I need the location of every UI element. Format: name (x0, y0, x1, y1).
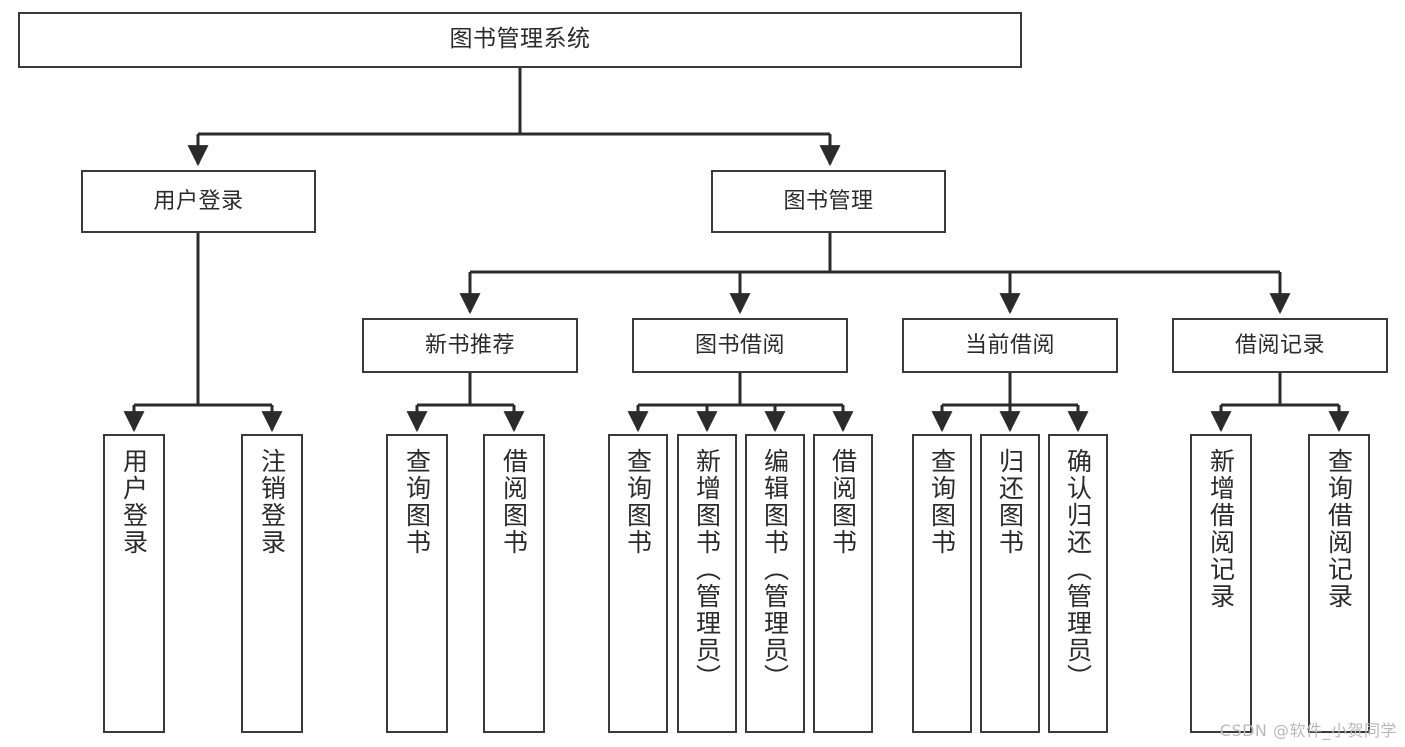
leaf-current-borrow-confirm[interactable]: 确认归还（管理员） (1048, 434, 1108, 733)
leaf-book-borrow-borrow[interactable]: 借阅图书 (813, 434, 873, 733)
leaf-new-book-query[interactable]: 查询图书 (386, 434, 448, 733)
node-root-book-management-system[interactable]: 图书管理系统 (18, 12, 1022, 68)
node-label: 确认归还（管理员） (1063, 448, 1093, 691)
leaf-book-borrow-add[interactable]: 新增图书（管理员） (677, 434, 737, 733)
node-label: 注销登录 (257, 448, 287, 556)
node-label: 编辑图书（管理员） (760, 448, 790, 691)
node-label: 当前借阅 (964, 332, 1055, 358)
node-borrow-records[interactable]: 借阅记录 (1172, 318, 1388, 373)
leaf-current-borrow-return[interactable]: 归还图书 (980, 434, 1040, 733)
node-label: 新增图书（管理员） (692, 448, 722, 691)
node-label: 图书借阅 (694, 332, 785, 358)
leaf-book-borrow-query[interactable]: 查询图书 (608, 434, 668, 733)
node-label: 查询图书 (927, 448, 957, 556)
node-label: 用户登录 (119, 448, 149, 556)
node-label: 查询借阅记录 (1324, 448, 1354, 610)
node-label: 借阅图书 (499, 448, 529, 556)
leaf-borrow-records-add[interactable]: 新增借阅记录 (1190, 434, 1252, 733)
leaf-user-login-login[interactable]: 用户登录 (103, 434, 165, 733)
node-label: 图书管理 (783, 188, 874, 214)
node-label: 新书推荐 (424, 332, 515, 358)
node-label: 用户登录 (153, 188, 244, 214)
node-book-management[interactable]: 图书管理 (711, 170, 946, 233)
node-label: 归还图书 (995, 448, 1025, 556)
node-label: 图书管理系统 (449, 26, 591, 53)
node-current-borrow[interactable]: 当前借阅 (902, 318, 1118, 373)
node-label: 新增借阅记录 (1206, 448, 1236, 610)
node-label: 借阅记录 (1234, 332, 1325, 358)
node-label: 查询图书 (402, 448, 432, 556)
node-new-book-recommend[interactable]: 新书推荐 (362, 318, 578, 373)
leaf-new-book-borrow[interactable]: 借阅图书 (483, 434, 545, 733)
leaf-borrow-records-query[interactable]: 查询借阅记录 (1308, 434, 1370, 733)
node-label: 借阅图书 (828, 448, 858, 556)
node-book-borrow[interactable]: 图书借阅 (632, 318, 848, 373)
node-user-login[interactable]: 用户登录 (81, 170, 316, 233)
leaf-current-borrow-query[interactable]: 查询图书 (912, 434, 972, 733)
node-label: 查询图书 (623, 448, 653, 556)
leaf-user-login-logout[interactable]: 注销登录 (241, 434, 303, 733)
leaf-book-borrow-edit[interactable]: 编辑图书（管理员） (745, 434, 805, 733)
